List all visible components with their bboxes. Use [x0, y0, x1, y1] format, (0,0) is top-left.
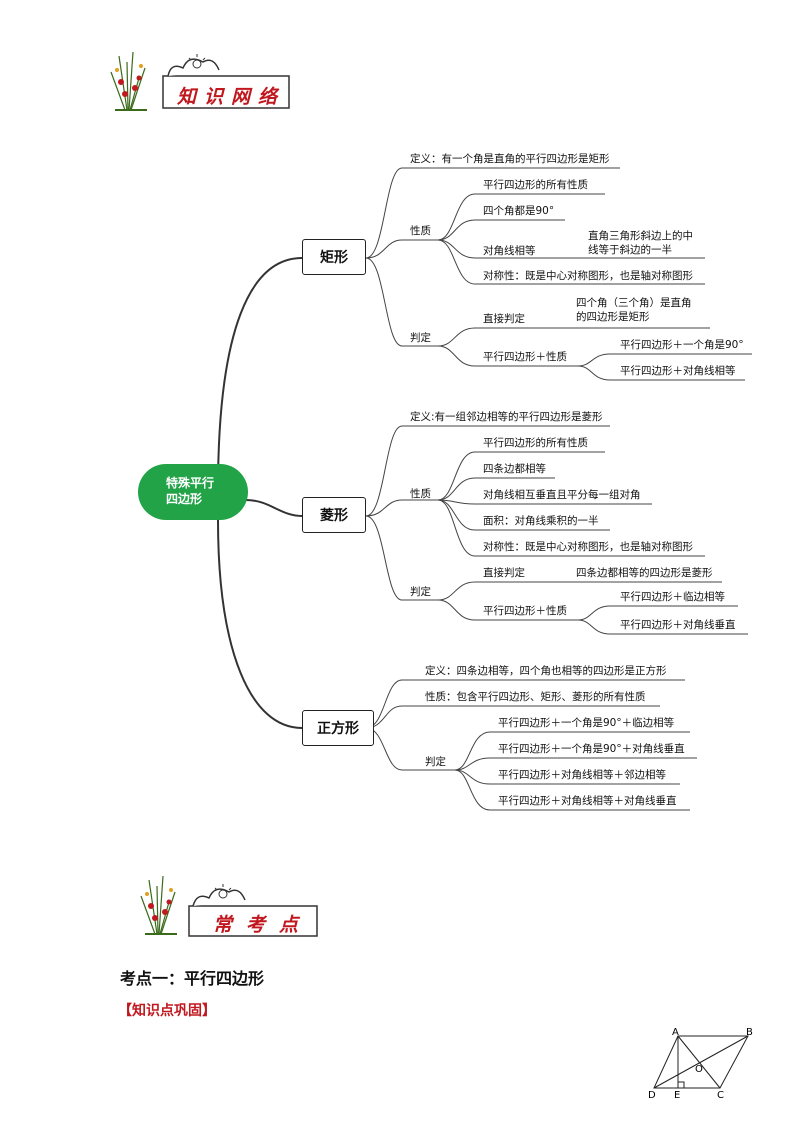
rhombus-direct-note: 四条边都相等的四边形是菱形: [576, 567, 713, 579]
rect-parallel-plus: 平行四边形＋性质: [483, 351, 567, 363]
rect-node: 矩形: [302, 239, 366, 275]
rect-property-label: 性质: [410, 225, 431, 237]
parallelogram-figure: A B O D E C: [648, 1027, 753, 1101]
square-cond-3: 平行四边形＋对角线相等＋邻边相等: [498, 769, 666, 781]
square-judge-label: 判定: [425, 756, 446, 768]
point-label-b: B: [746, 1027, 753, 1038]
rect-diagonal-note: 直角三角形斜边上的中线等于斜边的一半: [588, 230, 693, 256]
rhombus-cond-2: 平行四边形＋对角线垂直: [620, 619, 736, 631]
mindmap-connectors: [217, 167, 752, 811]
rect-cond-1: 平行四边形＋一个角是90°: [620, 339, 744, 351]
point-label-c: C: [717, 1090, 724, 1101]
banner-title: 知识网络: [177, 86, 286, 108]
rect-property-3: 对角线相等: [483, 245, 536, 257]
square-cond-1: 平行四边形＋一个角是90°＋临边相等: [498, 717, 675, 729]
point-label-a: A: [672, 1027, 679, 1038]
square-node: 正方形: [302, 710, 374, 746]
rhombus-property-label: 性质: [410, 488, 431, 500]
square-definition: 定义：四条边相等，四个角也相等的四边形是正方形: [425, 665, 667, 677]
rhombus-cond-1: 平行四边形＋临边相等: [620, 591, 725, 603]
rhombus-judge-label: 判定: [410, 586, 431, 598]
plant-decoration-icon: [110, 51, 290, 111]
knowledge-network-banner: 知识网络: [105, 48, 295, 114]
rect-cond-2: 平行四边形＋对角线相等: [620, 365, 736, 377]
rect-direct-judge: 直接判定: [483, 313, 525, 325]
banner-title: 常考点: [213, 914, 313, 936]
square-cond-4: 平行四边形＋对角线相等＋对角线垂直: [498, 795, 677, 807]
rhombus-definition: 定义:有一组邻边相等的平行四边形是菱形: [410, 411, 603, 423]
rect-definition: 定义：有一个角是直角的平行四边形是矩形: [410, 153, 610, 165]
section-heading: 考点一：平行四边形: [120, 969, 265, 988]
rhombus-property-2: 四条边都相等: [483, 463, 546, 475]
rhombus-node: 菱形: [302, 497, 366, 533]
rhombus-property-5: 对称性：既是中心对称图形，也是轴对称图形: [483, 541, 693, 553]
rect-property-4: 对称性：既是中心对称图形，也是轴对称图形: [483, 270, 693, 282]
square-property: 性质：包含平行四边形、矩形、菱形的所有性质: [425, 691, 646, 703]
rect-property-1: 平行四边形的所有性质: [483, 179, 588, 191]
root-label: 特殊平行四边形: [166, 476, 215, 506]
point-label-d: D: [648, 1090, 656, 1101]
point-label-e: E: [674, 1090, 680, 1101]
rhombus-property-1: 平行四边形的所有性质: [483, 437, 588, 449]
section-subheading: 【知识点巩固】: [118, 1003, 216, 1019]
rhombus-property-3: 对角线相互垂直且平分每一组对角: [483, 489, 641, 501]
square-cond-2: 平行四边形＋一个角是90°＋对角线垂直: [498, 743, 685, 755]
rhombus-parallel-plus: 平行四边形＋性质: [483, 605, 567, 617]
root-node: 特殊平行四边形: [138, 464, 248, 520]
plant-decoration-icon: [140, 875, 318, 937]
rhombus-property-4: 面积：对角线乘积的一半: [483, 515, 599, 527]
rect-direct-note: 四个角（三个角）是直角的四边形是矩形: [576, 297, 692, 323]
common-points-banner: 常考点: [135, 872, 325, 938]
rect-judge-label: 判定: [410, 332, 431, 344]
rhombus-direct-judge: 直接判定: [483, 567, 525, 579]
rect-property-2: 四个角都是90°: [483, 205, 555, 217]
point-label-o: O: [695, 1064, 703, 1075]
